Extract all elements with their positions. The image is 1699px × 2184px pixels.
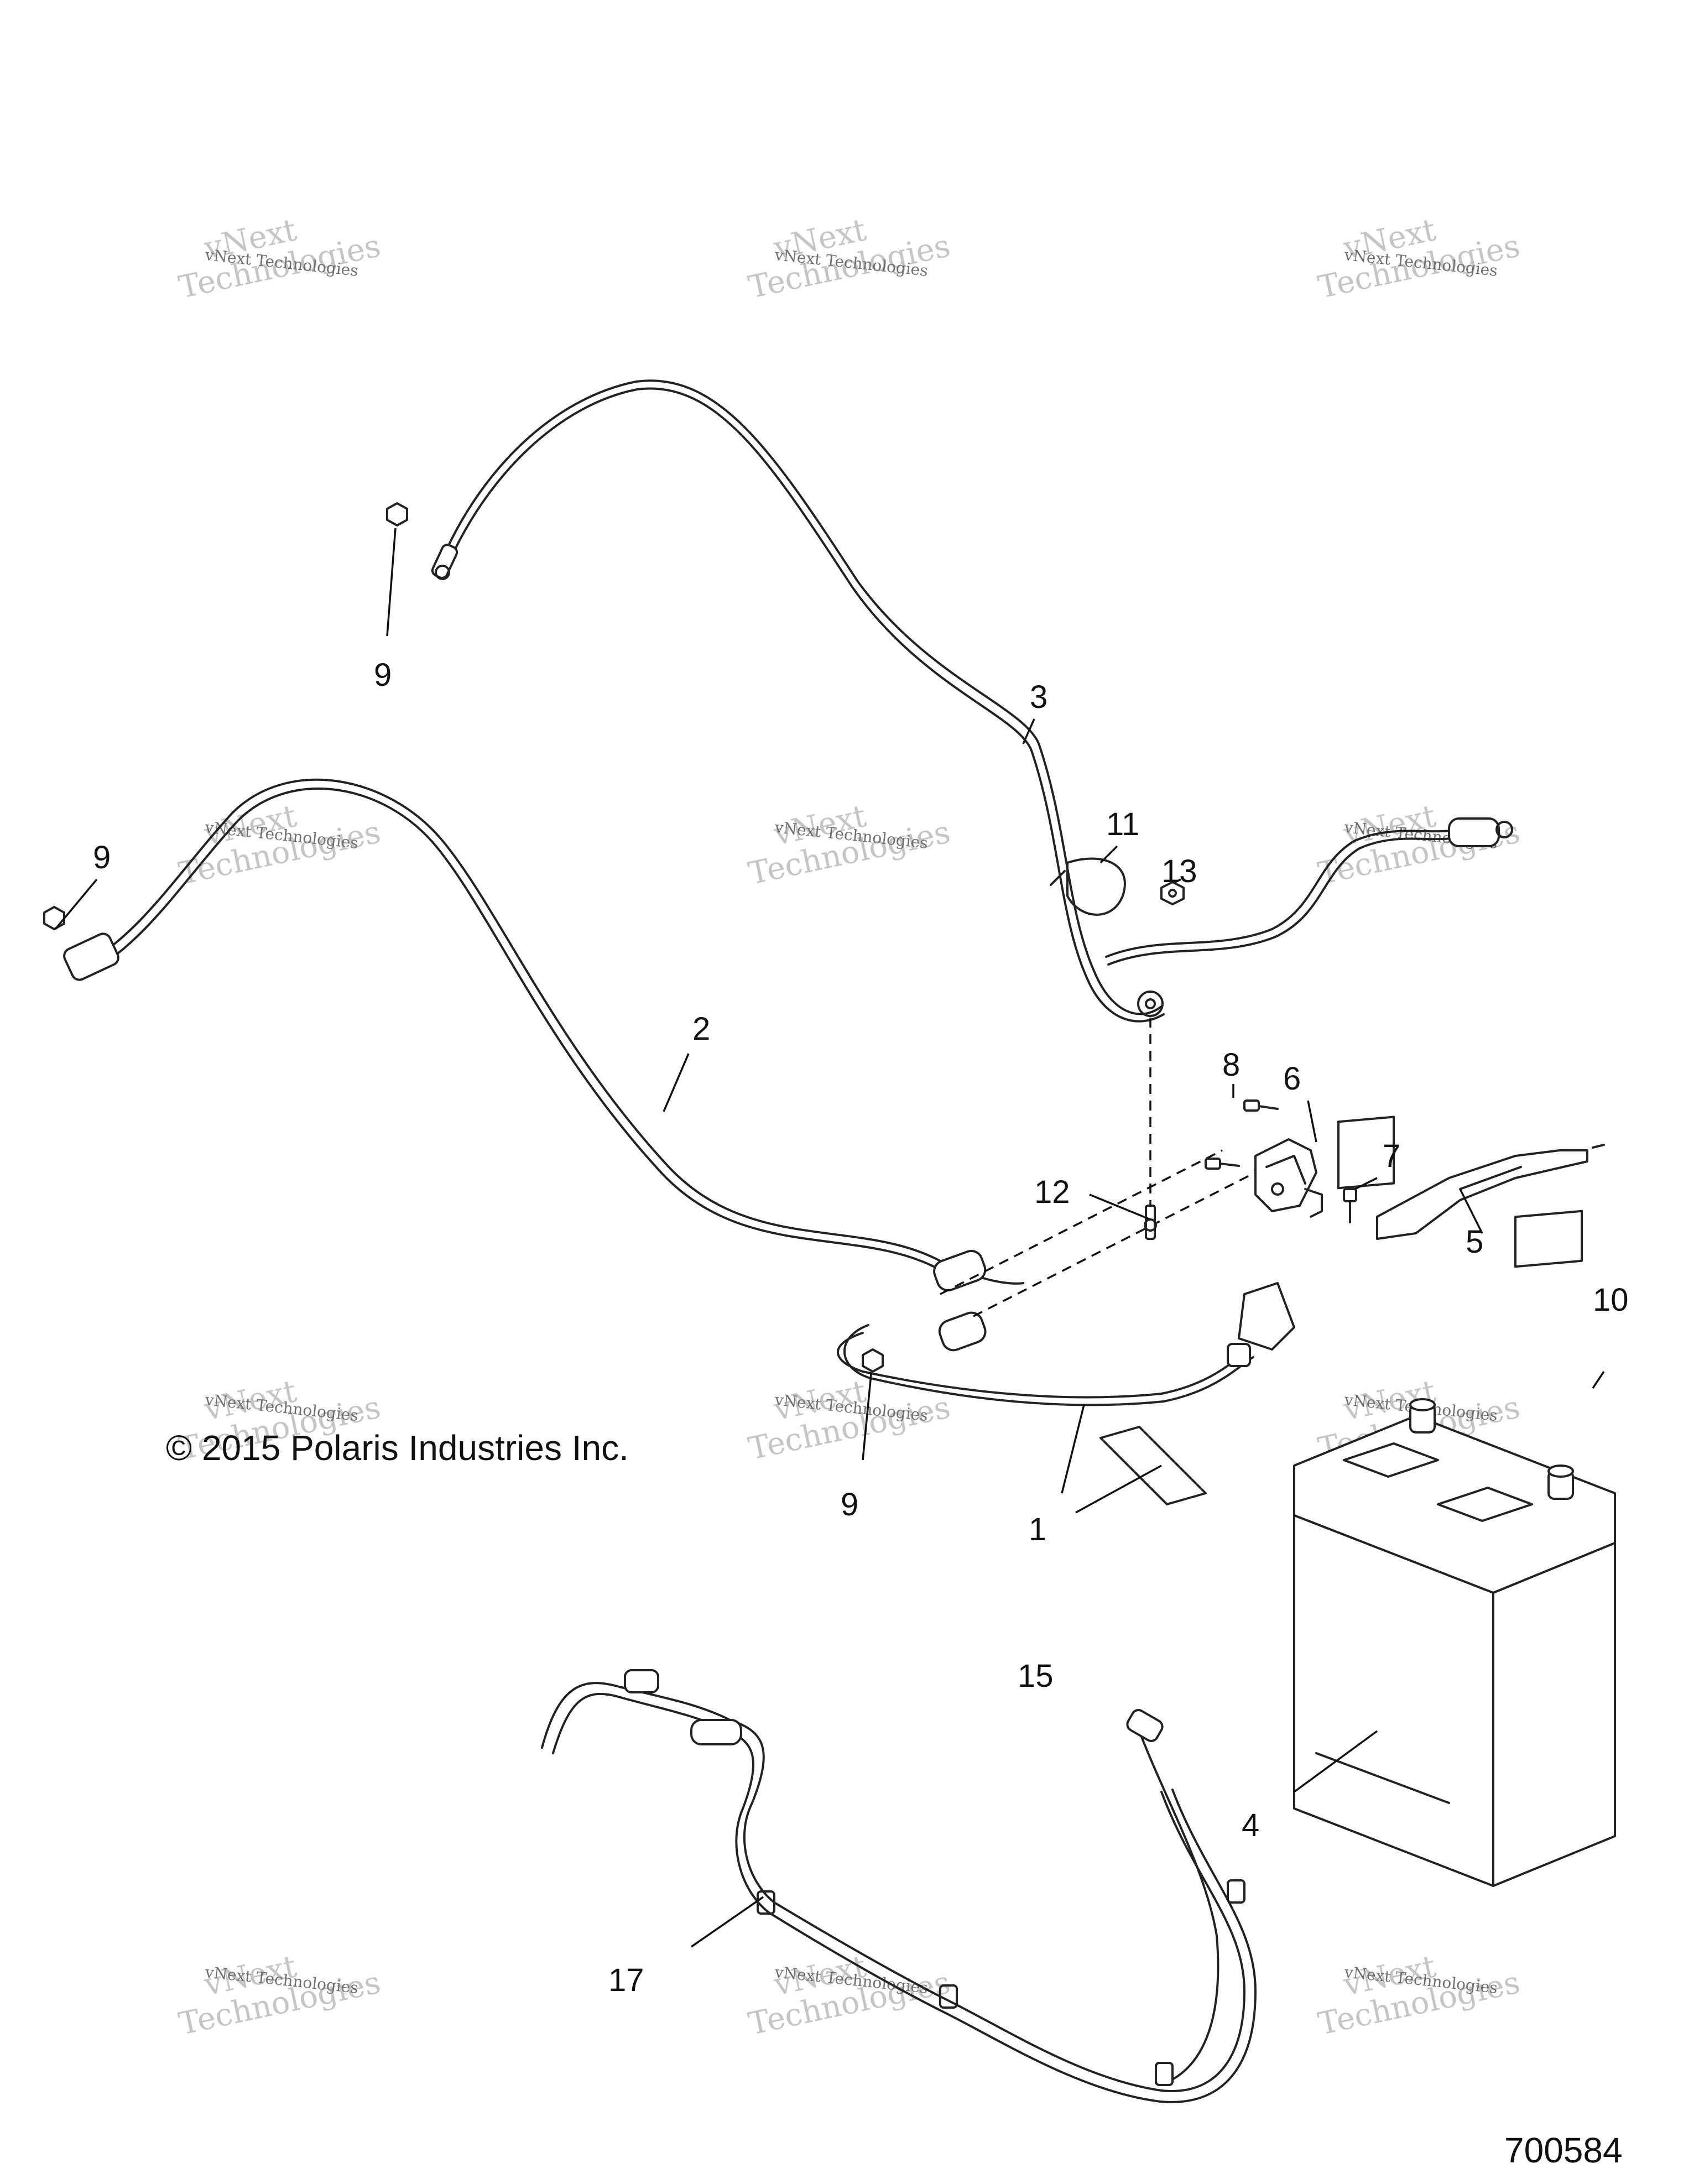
callout-5: 5 bbox=[1466, 1224, 1483, 1260]
nut-part-9-left bbox=[43, 906, 65, 930]
callout-2: 2 bbox=[692, 1011, 710, 1047]
callout-13: 13 bbox=[1161, 853, 1197, 889]
ring-terminal bbox=[1137, 991, 1164, 1017]
callout-15: 15 bbox=[1018, 1658, 1054, 1694]
cable-part-3-branch bbox=[1105, 817, 1513, 966]
pad-part-5 bbox=[1337, 1116, 1395, 1190]
callout-10: 10 bbox=[1593, 1282, 1629, 1318]
leader-lines bbox=[54, 528, 1605, 1948]
nut-part-9-top bbox=[386, 502, 408, 527]
callout-3: 3 bbox=[1030, 679, 1047, 715]
harness-part-17 bbox=[541, 1669, 1257, 2103]
copyright-notice: © 2015 Polaris Industries Inc. bbox=[166, 1428, 629, 1468]
assembly-lines bbox=[940, 1018, 1256, 1317]
callout-9-top: 9 bbox=[374, 657, 392, 693]
figure-number: 700584 bbox=[1504, 2130, 1623, 2170]
watermark: vNext Technologies bbox=[176, 212, 384, 306]
battery-part-4 bbox=[1293, 1398, 1616, 1887]
cable-part-1 bbox=[837, 1282, 1295, 1406]
watermark: vNext Technologies bbox=[1315, 212, 1523, 306]
callout-17: 17 bbox=[608, 1962, 644, 1998]
nut-part-13 bbox=[1160, 881, 1185, 905]
nut-part-9-bottom bbox=[862, 1348, 884, 1373]
watermark: vNext Technologies bbox=[746, 212, 953, 306]
callout-9-bottom: 9 bbox=[841, 1487, 858, 1523]
bracket-part-5 bbox=[1376, 1144, 1605, 1240]
pad-part-10 bbox=[1514, 1210, 1583, 1268]
solenoid-part-6 bbox=[1254, 1138, 1323, 1218]
callout-9-left: 9 bbox=[93, 840, 111, 875]
cable-part-2 bbox=[63, 778, 1024, 1292]
screw-part-7 bbox=[1343, 1188, 1357, 1223]
stud-part-12 bbox=[1144, 1205, 1157, 1240]
callout-7: 7 bbox=[1383, 1138, 1400, 1174]
callout-8: 8 bbox=[1222, 1047, 1240, 1083]
callout-1: 1 bbox=[1029, 1511, 1046, 1547]
callout-4: 4 bbox=[1242, 1807, 1259, 1843]
callout-12: 12 bbox=[1034, 1174, 1070, 1210]
callouts: 9 9 9 2 3 11 13 8 6 7 12 5 10 1 15 4 17 bbox=[93, 657, 1629, 1998]
callout-6: 6 bbox=[1283, 1061, 1301, 1097]
callout-11: 11 bbox=[1106, 806, 1139, 842]
cable-part-3 bbox=[431, 379, 1165, 1023]
cable-tie-part-11 bbox=[1050, 857, 1126, 916]
decal-part-15 bbox=[1099, 1426, 1207, 1505]
bolt-part-8 bbox=[1205, 1099, 1279, 1170]
